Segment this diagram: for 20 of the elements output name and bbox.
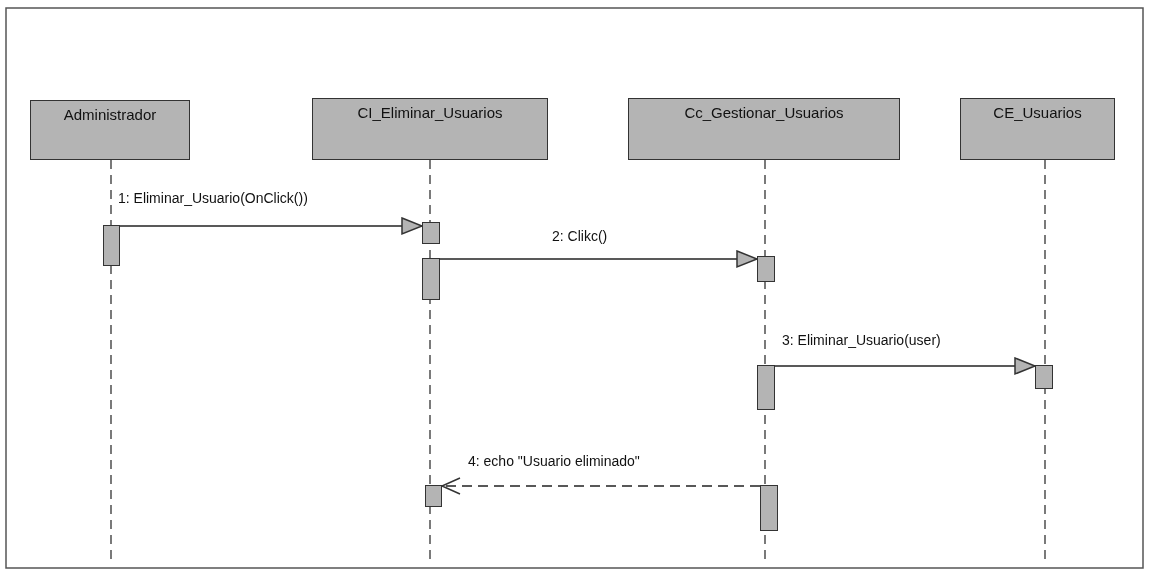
message-arrow bbox=[119, 217, 423, 235]
activation-bar bbox=[103, 225, 120, 266]
message-label: 2: Clikc() bbox=[550, 228, 610, 244]
object-box: Cc_Gestionar_Usuarios bbox=[628, 98, 900, 160]
object-box: CE_Usuarios bbox=[960, 98, 1115, 160]
activation-bar bbox=[422, 258, 440, 300]
message-label: 4: echo "Usuario eliminado" bbox=[466, 453, 642, 469]
activation-bar bbox=[1035, 365, 1053, 389]
message-label: 3: Eliminar_Usuario(user) bbox=[780, 332, 943, 348]
activation-bar bbox=[760, 485, 778, 531]
activation-bar bbox=[757, 365, 775, 410]
message-arrow bbox=[774, 357, 1036, 375]
activation-bar bbox=[425, 485, 442, 507]
message-label: 1: Eliminar_Usuario(OnClick()) bbox=[116, 190, 310, 206]
message-arrow bbox=[439, 250, 758, 268]
object-box: CI_Eliminar_Usuarios bbox=[312, 98, 548, 160]
return-message-arrow bbox=[441, 477, 761, 495]
object-box: Administrador bbox=[30, 100, 190, 160]
activation-bar bbox=[757, 256, 775, 282]
activation-bar bbox=[422, 222, 440, 244]
